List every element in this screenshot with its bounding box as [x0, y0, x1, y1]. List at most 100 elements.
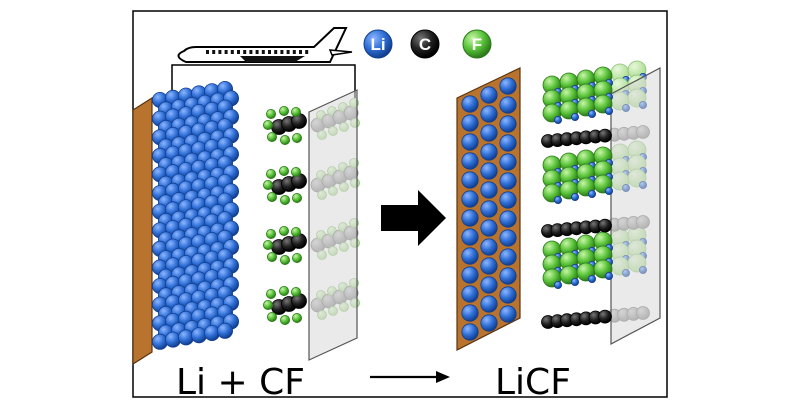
cf-layers [262, 106, 307, 325]
plane-window [299, 50, 302, 54]
licf-product [541, 60, 661, 345]
lithium-atom [499, 229, 517, 247]
current-collector-left [132, 96, 153, 366]
fluorine-atom [291, 312, 302, 323]
lithium-ion [605, 186, 614, 195]
lithium-atom [499, 96, 517, 114]
lithium-atom [480, 314, 498, 332]
licf-layers [541, 66, 614, 329]
lithium-atom [499, 286, 517, 304]
fluorine-atom [279, 134, 290, 145]
arrow-right-icon [381, 190, 446, 246]
fluorine-atom [262, 299, 273, 310]
fluorine-atom [278, 106, 289, 117]
carbon-atom [598, 128, 612, 143]
lithium-atom [499, 77, 517, 95]
plane-window [249, 50, 253, 54]
lithium-atom [461, 95, 479, 113]
lithium-atom [480, 181, 498, 199]
lithium-atom [499, 210, 517, 228]
reaction-arrow-small [370, 371, 450, 383]
fluorine-atom [262, 179, 273, 190]
lithium-atom [480, 105, 498, 123]
equation-reactants: Li + CF [176, 362, 305, 403]
plane-window [224, 50, 228, 54]
lithium-atom [480, 86, 498, 104]
current-collector-electrode [456, 67, 521, 351]
lithium-atom [480, 276, 498, 294]
lithium-atom [499, 115, 517, 133]
fluorine-atom [278, 165, 289, 176]
lithium-ion [571, 277, 580, 286]
fluorine-atom [279, 194, 290, 205]
fluorine-atom [262, 120, 273, 131]
carbon-atom [598, 309, 612, 324]
plane-window [286, 50, 290, 54]
lithium-atom [461, 133, 479, 151]
lithium-ion [571, 113, 580, 122]
lithium-atom [499, 191, 517, 209]
lithium-atom [480, 200, 498, 218]
lithium-ion [554, 280, 563, 289]
lithium-lattice [461, 77, 517, 341]
plane-window [243, 50, 247, 54]
equation-product: LiCF [495, 362, 571, 403]
plane-window [305, 50, 309, 54]
lithium-ion [588, 110, 597, 119]
lithium-atom [461, 304, 479, 322]
fluorine-atom [265, 288, 276, 299]
legend-label-c: C [419, 35, 431, 54]
fluorine-atom [266, 131, 277, 142]
plane-window [237, 50, 240, 54]
legend-item-f: F [462, 29, 492, 59]
lithium-atom [461, 209, 479, 227]
plane-window [280, 50, 284, 54]
lithium-ion [588, 274, 597, 283]
legend-item-c: C [410, 29, 440, 59]
lithium-atom [480, 238, 498, 256]
lithium-ion [588, 189, 597, 198]
lithium-atom [461, 114, 479, 132]
lithium-atom [499, 267, 517, 285]
lithium-atom [499, 134, 517, 152]
plane-window [268, 50, 271, 54]
lithium-atom [499, 153, 517, 171]
lithium-atom [461, 190, 479, 208]
legend-label-li: Li [370, 35, 385, 54]
lithium-atom [461, 247, 479, 265]
element-legend: Li C F [363, 29, 492, 59]
lithium-atoms-bulk [151, 81, 239, 350]
plane-window [274, 50, 278, 54]
lithium-ion [605, 271, 614, 280]
fluorine-atom [290, 166, 301, 177]
plane-window [255, 50, 259, 54]
glass-plate-left [308, 89, 358, 361]
lithium-atom [461, 266, 479, 284]
lithium-atom [461, 323, 479, 341]
carbon-atom [598, 218, 612, 233]
fluorine-atom [290, 226, 301, 237]
lithium-atom [461, 171, 479, 189]
plane-window [212, 50, 216, 54]
fluorine-atom [266, 191, 277, 202]
lithium-atom [480, 257, 498, 275]
fluorine-atom [290, 286, 301, 297]
glass-plate-right [610, 67, 661, 345]
lithium-atom [480, 295, 498, 313]
lithium-atom [480, 219, 498, 237]
fluorine-atom [266, 311, 277, 322]
lithium-atom [461, 228, 479, 246]
lithium-atom [480, 162, 498, 180]
fluorine-atom [278, 285, 289, 296]
lithium-atom [499, 305, 517, 323]
fluorine-atom [291, 132, 302, 143]
lithium-atom [461, 285, 479, 303]
airplane-icon [171, 27, 356, 98]
lithium-ion [554, 195, 563, 204]
lithium-atom [480, 143, 498, 161]
fluorine-atom [291, 192, 302, 203]
lithium-atom [499, 172, 517, 190]
fluorine-atom [279, 254, 290, 265]
lithium-electrode [132, 81, 239, 366]
